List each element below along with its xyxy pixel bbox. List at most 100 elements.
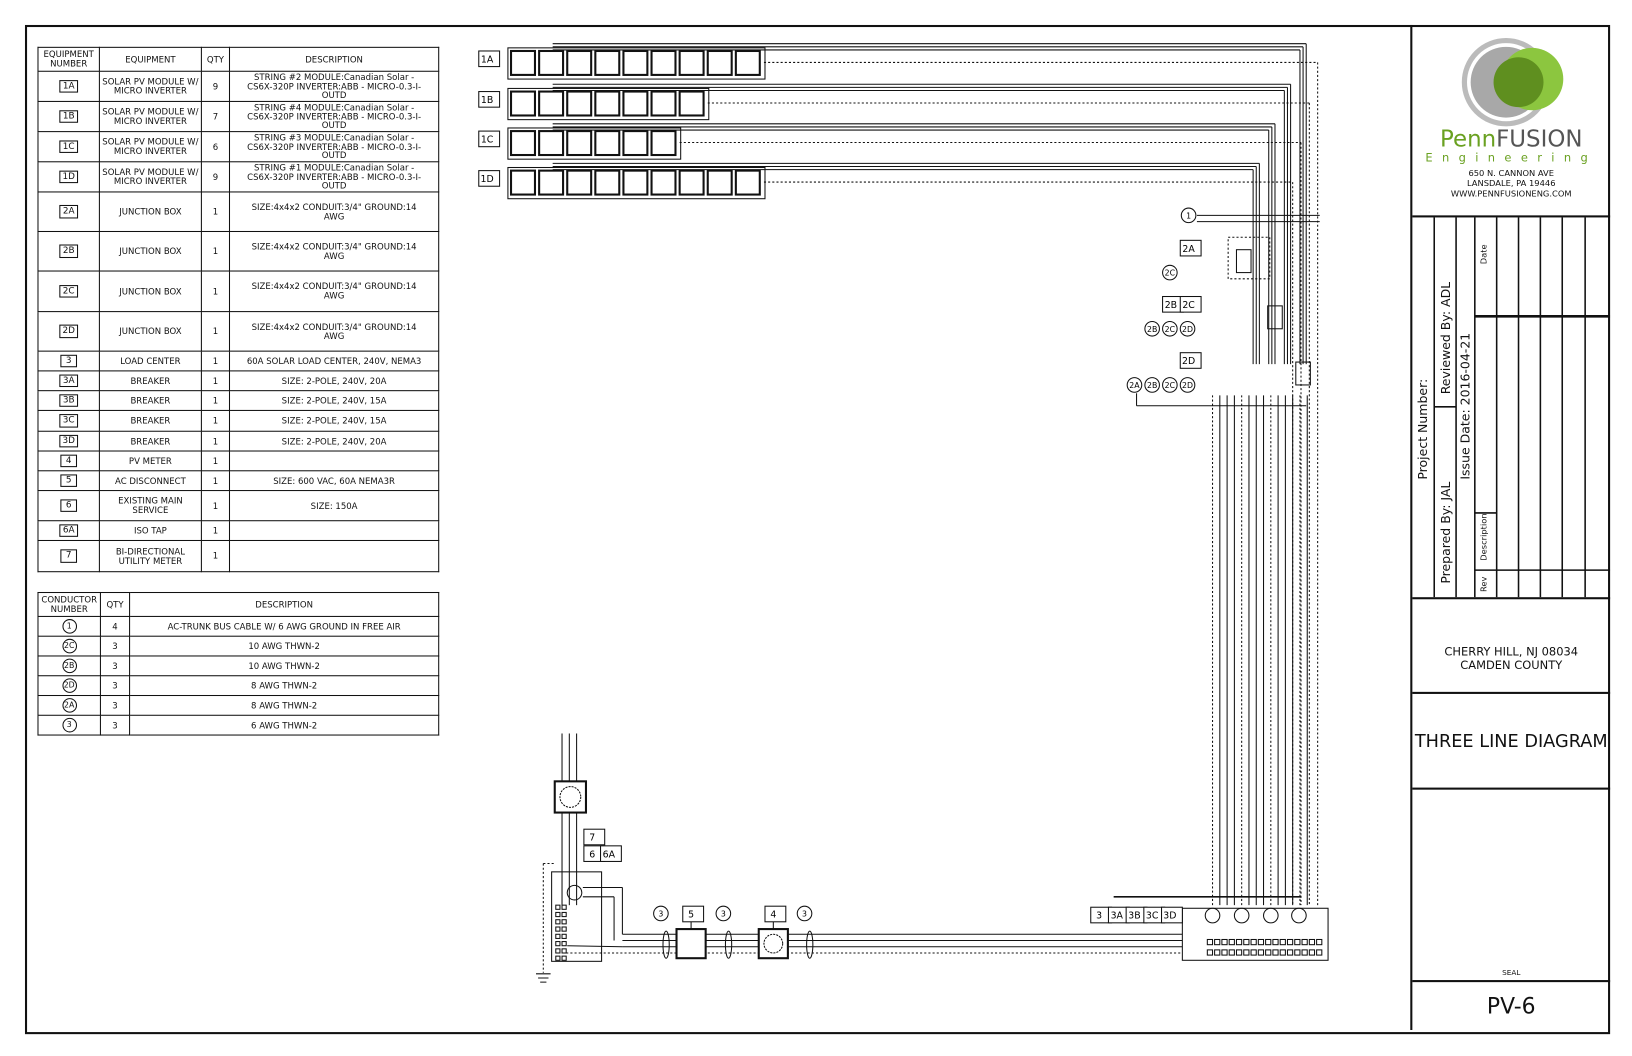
terminal (555, 941, 561, 947)
equipment-qty: 1 (200, 470, 231, 492)
company-address-line1: 650 N. CANNON AVE (1468, 168, 1555, 178)
conductor-tag: 2B (1147, 325, 1157, 334)
header-description: DESCRIPTION (129, 591, 440, 617)
equipment-row: 6 EXISTING MAIN SERVICE 1 SIZE: 150A (37, 490, 440, 522)
conductor-qty: 3 (99, 714, 131, 736)
equipment-qty: 6 (200, 131, 231, 163)
conductor-tag: 2D (1182, 381, 1193, 390)
string-1A-tag: 1A (481, 54, 494, 65)
pv-module (566, 130, 593, 157)
string-1D-tag: 1D (481, 174, 494, 185)
description-column-label: Description (1478, 513, 1489, 561)
pv-module (538, 169, 565, 196)
equipment-number-tag: 2B (59, 244, 78, 258)
terminal (1214, 938, 1221, 946)
terminal (1235, 938, 1243, 946)
header-qty: QTY (99, 591, 131, 617)
pv-module (622, 130, 649, 157)
equipment-name: JUNCTION BOX (98, 311, 202, 352)
conductor-tag-circle (715, 905, 732, 922)
date-column-label: Date (1478, 244, 1489, 265)
ac-disconnect (675, 928, 707, 960)
conductor-tag: 3 (721, 910, 726, 919)
pv-module (622, 49, 649, 76)
pv-module (650, 130, 677, 157)
equipment-qty: 1 (200, 270, 231, 313)
conductor-tag-circle (796, 905, 813, 922)
equipment-qty: 7 (200, 100, 231, 133)
2A-tag: 2A (1182, 244, 1195, 255)
location-county: CAMDEN COUNTY (1460, 658, 1563, 673)
terminal (1316, 938, 1323, 946)
header-description: DESCRIPTION (228, 46, 440, 72)
equipment-row: 2C JUNCTION BOX 1 SIZE:4x4x2 CONDUIT:3/4… (37, 270, 440, 313)
pv-module (538, 90, 565, 117)
conductor-description: 8 AWG THWN-2 (129, 675, 440, 697)
2A-tag-box (1179, 239, 1202, 257)
equipment-row: 2D JUNCTION BOX 1 SIZE:4x4x2 CONDUIT:3/4… (37, 311, 440, 352)
conductor-row: 2B 3 10 AWG THWN-2 (37, 655, 440, 677)
string-1A-tag-box (478, 50, 501, 68)
conductor-description: 6 AWG THWN-2 (129, 714, 440, 736)
6-tag: 6 (589, 849, 595, 860)
company-website: WWW.PENNFUSIONENG.COM (1450, 189, 1572, 199)
equipment-name: JUNCTION BOX (98, 191, 202, 233)
equipment-number-tag: 1A (59, 79, 78, 94)
pv-module (650, 49, 677, 76)
conductor-number-tag: 2C (61, 638, 77, 654)
terminal (1301, 949, 1308, 956)
conductor-description: 10 AWG THWN-2 (129, 635, 440, 657)
equipment-table: EQUIPMENT NUMBER EQUIPMENT QTY DESCRIPTI… (37, 46, 440, 573)
equipment-description: SIZE: 150A (228, 490, 440, 522)
equipment-qty: 1 (200, 539, 231, 573)
equipment-description: SIZE:4x4x2 CONDUIT:3/4" GROUND:14 AWG (228, 311, 440, 352)
terminal (1221, 938, 1228, 946)
5-tag: 5 (688, 910, 694, 921)
string-1B-tag-box (478, 91, 501, 108)
pv-module (594, 130, 621, 157)
reviewed-by: Reviewed By: ADL (1438, 281, 1453, 395)
terminal (555, 955, 561, 961)
terminal (561, 911, 567, 918)
equipment-qty: 1 (200, 409, 231, 432)
equipment-name: EXISTING MAIN SERVICE (98, 490, 202, 522)
equipment-row: 6A ISO TAP 1 (37, 520, 440, 542)
7-tag-box (583, 828, 606, 846)
lc-3D-tag-box (1161, 906, 1183, 924)
terminal (561, 955, 567, 961)
equipment-name: SOLAR PV MODULE W/ MICRO INVERTER (98, 70, 202, 102)
prepared-by: Prepared By: JAL (1438, 481, 1453, 584)
6A-tag-box (600, 845, 622, 862)
conduit (662, 930, 670, 959)
conductor-row: 2C 3 10 AWG THWN-2 (37, 635, 440, 657)
terminal (1250, 938, 1257, 946)
terminal (1228, 938, 1235, 946)
conductor-tag: 2D (1182, 325, 1193, 334)
conductor-tag-circle (1144, 377, 1160, 393)
utility-meter-dial-icon (559, 786, 582, 808)
terminal (1316, 949, 1323, 956)
pv-module (622, 90, 649, 117)
equipment-row: 1D SOLAR PV MODULE W/ MICRO INVERTER 9 S… (37, 161, 440, 193)
ground-symbol-icon (536, 973, 551, 983)
issue-date: Issue Date: 2016-04-21 (1458, 332, 1473, 480)
equipment-description (228, 539, 440, 573)
equipment-row: 1B SOLAR PV MODULE W/ MICRO INVERTER 7 S… (37, 100, 440, 133)
equipment-number-tag: 6 (60, 498, 78, 513)
conductor-tag-circle (653, 905, 669, 922)
pv-module (594, 49, 621, 76)
conductor-tag: 3 (658, 910, 663, 919)
equipment-name: SOLAR PV MODULE W/ MICRO INVERTER (98, 161, 202, 193)
pv-module (566, 169, 593, 196)
2C-tag-box (1179, 295, 1202, 313)
equipment-number-tag: 1C (59, 139, 78, 154)
conductor-tag-circle (1144, 320, 1160, 337)
sheet-number: PV-6 (1486, 993, 1536, 1019)
equipment-description: STRING #3 MODULE:Canadian Solar - CS6X-3… (228, 131, 440, 163)
terminal (555, 911, 561, 918)
terminal (1214, 949, 1221, 956)
location-city: CHERRY HILL, NJ 08034 (1444, 645, 1579, 659)
string-1C-tag: 1C (481, 135, 494, 146)
junction-box (1295, 361, 1311, 386)
conductor-number-tag: 2D (61, 678, 77, 693)
